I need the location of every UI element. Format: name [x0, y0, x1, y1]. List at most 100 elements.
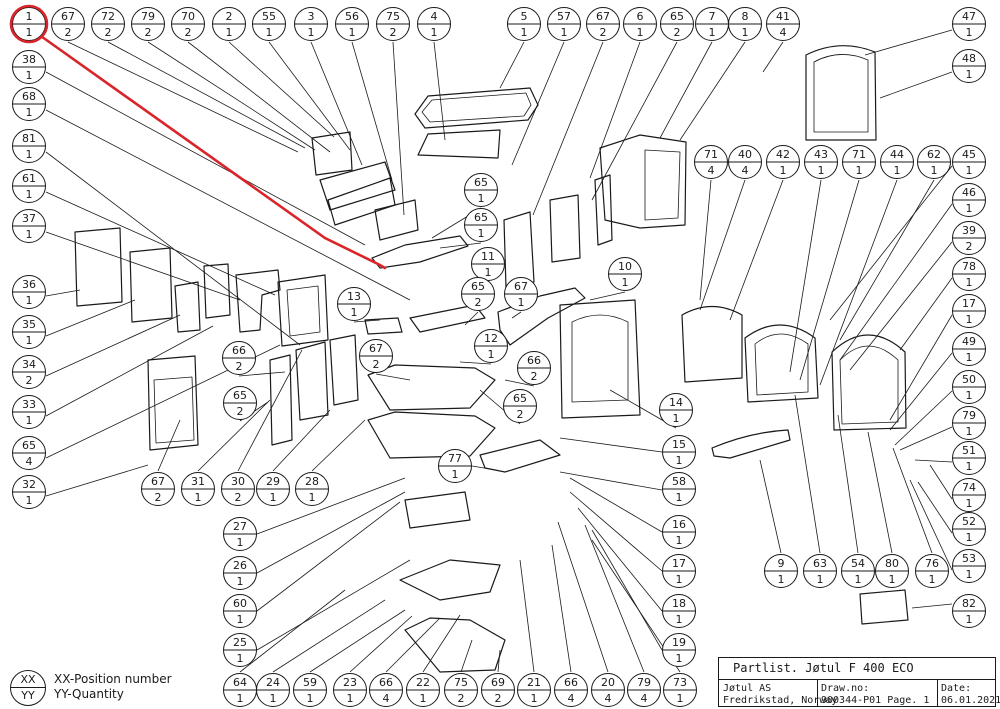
- callout-bubble: 791: [952, 406, 986, 440]
- callout-bubble: 281: [295, 472, 329, 506]
- part-outline: [319, 161, 396, 211]
- leader-line: [433, 41, 446, 141]
- leader-line: [45, 231, 241, 301]
- leader-line: [353, 319, 381, 323]
- callout-bubble: 792: [131, 7, 165, 41]
- part-outline: [329, 334, 359, 406]
- callout-quantity: 4: [605, 692, 612, 705]
- callout-quantity: 1: [431, 26, 438, 39]
- callout-bubble: 392: [952, 221, 986, 255]
- part-outline: [549, 194, 581, 263]
- callout-quantity: 1: [966, 164, 973, 177]
- callout-quantity: 1: [266, 26, 273, 39]
- callout-quantity: 1: [676, 652, 683, 665]
- company-location: Fredrikstad, Norway: [723, 695, 838, 706]
- callout-position-number: 81: [22, 132, 36, 145]
- callout-position-number: 1: [26, 10, 33, 23]
- leader-line: [929, 464, 953, 500]
- callout-quantity: 1: [26, 26, 33, 39]
- callout-bubble: 121: [474, 329, 508, 363]
- leader-line: [45, 289, 81, 297]
- callout-quantity: 1: [742, 26, 749, 39]
- callout-position-number: 65: [670, 10, 684, 23]
- callout-position-number: 19: [672, 636, 686, 649]
- callout-quantity: 1: [931, 164, 938, 177]
- callout-quantity: 1: [966, 202, 973, 215]
- callout-bubble: 761: [915, 554, 949, 588]
- callout-bubble: 631: [803, 554, 837, 588]
- part-outline: [813, 54, 869, 133]
- leader-line: [569, 477, 663, 533]
- callout-quantity: 1: [488, 348, 495, 361]
- callout-position-number: 12: [484, 332, 498, 345]
- callout-quantity: 1: [452, 468, 459, 481]
- leader-line: [532, 41, 604, 216]
- callout-quantity: 4: [26, 455, 33, 468]
- callout-bubble: 191: [662, 633, 696, 667]
- part-outline: [417, 129, 501, 159]
- callout-bubble: 621: [917, 145, 951, 179]
- leader-line: [589, 41, 641, 179]
- callout-position-number: 26: [233, 559, 247, 572]
- callout-bubble: 431: [804, 145, 838, 179]
- callout-quantity: 1: [351, 306, 358, 319]
- part-outline: [295, 341, 329, 421]
- callout-bubble: 231: [333, 673, 367, 707]
- callout-quantity: 1: [237, 536, 244, 549]
- date-label: Date:: [941, 683, 972, 694]
- leader-line: [699, 179, 712, 301]
- callout-quantity: 2: [237, 405, 244, 418]
- callout-quantity: 1: [894, 164, 901, 177]
- legend-symbol: XX YY: [10, 670, 46, 706]
- leader-line: [499, 41, 525, 89]
- callout-quantity: 1: [966, 389, 973, 402]
- callout-quantity: 1: [561, 26, 568, 39]
- leader-line: [311, 419, 366, 472]
- callout-quantity: 1: [966, 26, 973, 39]
- legend-quantity-text: YY-Quantity: [54, 687, 124, 701]
- highlighted-leader-line: [36, 32, 387, 270]
- part-outline: [497, 287, 586, 346]
- leader-line: [45, 299, 136, 337]
- callout-position-number: 49: [962, 335, 976, 348]
- callout-position-number: 11: [481, 250, 495, 263]
- callout-position-number: 54: [851, 557, 865, 570]
- callout-bubble: 671: [504, 277, 538, 311]
- part-outline: [399, 559, 501, 601]
- callout-position-number: 73: [673, 676, 687, 689]
- leader-line: [879, 71, 953, 99]
- leader-line: [557, 521, 609, 673]
- callout-position-number: 25: [233, 636, 247, 649]
- callout-position-number: 41: [776, 10, 790, 23]
- leader-line: [789, 179, 822, 373]
- callout-position-number: 14: [669, 396, 683, 409]
- leader-line: [45, 71, 366, 246]
- legend-symbol-bottom: YY: [21, 689, 35, 702]
- callout-quantity: 1: [966, 276, 973, 289]
- callout-bubble: 654: [12, 436, 46, 470]
- callout-bubble: 204: [591, 673, 625, 707]
- callout-position-number: 40: [738, 148, 752, 161]
- callout-position-number: 6: [637, 10, 644, 23]
- callout-position-number: 4: [431, 10, 438, 23]
- leader-line: [729, 179, 784, 321]
- callout-position-number: 59: [303, 676, 317, 689]
- callout-position-number: 67: [596, 10, 610, 23]
- callout-bubble: 311: [181, 472, 215, 506]
- leader-line: [867, 431, 893, 554]
- callout-quantity: 1: [26, 228, 33, 241]
- callout-position-number: 43: [814, 148, 828, 161]
- callout-bubbles: 1167272279270221551315617524151571672616…: [9, 4, 986, 707]
- highlighted-callout-ring: [9, 4, 49, 44]
- legend-symbol-top: XX: [20, 673, 36, 686]
- callout-quantity: 1: [270, 491, 277, 504]
- callout-position-number: 48: [962, 52, 976, 65]
- callout-quantity: 2: [236, 360, 243, 373]
- callout-quantity: 1: [622, 276, 629, 289]
- callout-quantity: 1: [349, 26, 356, 39]
- callout-quantity: 4: [708, 164, 715, 177]
- callout-bubble: 371: [12, 209, 46, 243]
- callout-bubble: 561: [335, 7, 369, 41]
- leader-line: [256, 501, 401, 612]
- callout-bubble: 41: [417, 7, 451, 41]
